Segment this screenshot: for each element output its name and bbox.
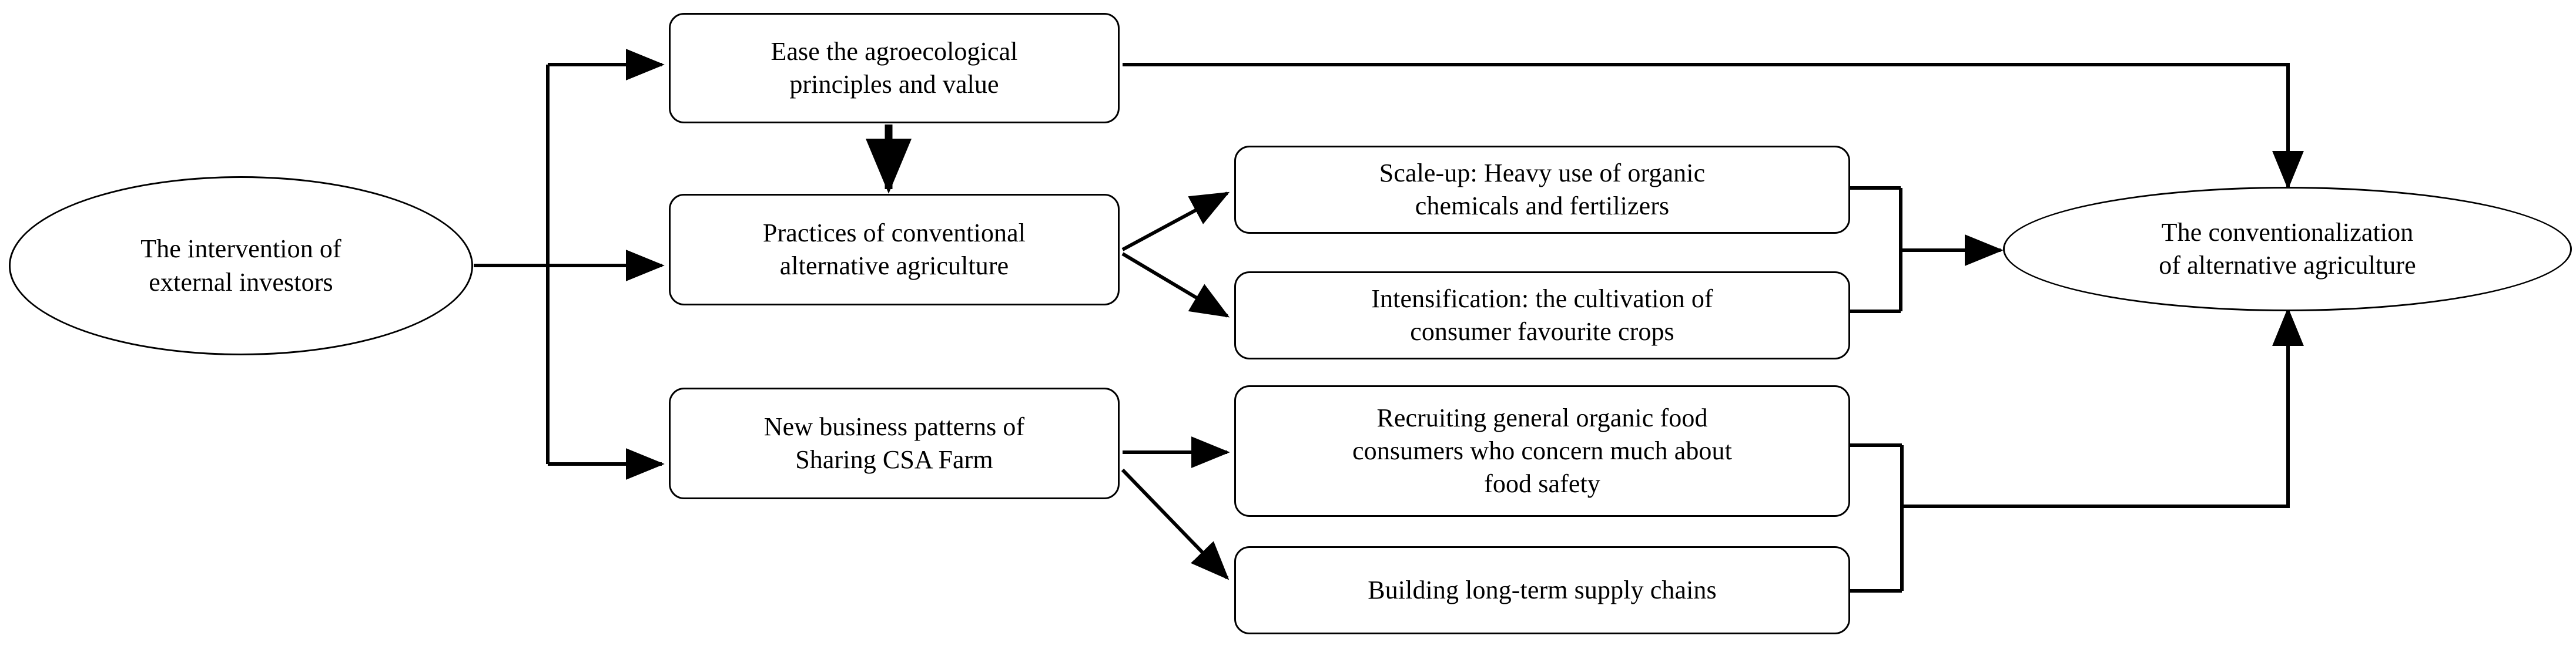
edge-practices-to-scale-up	[1121, 191, 1230, 251]
node-ease-principles-label: Ease the agroecological principles and v…	[771, 36, 1018, 99]
node-scale-up[interactable]: Scale-up: Heavy use of organic chemicals…	[1234, 146, 1850, 234]
edge-lower-merge-to-outcome	[1902, 307, 2304, 508]
node-scale-up-label: Scale-up: Heavy use of organic chemicals…	[1379, 158, 1706, 220]
node-new-business-patterns[interactable]: New business patterns of Sharing CSA Far…	[669, 388, 1120, 499]
node-new-business-patterns-label: New business patterns of Sharing CSA Far…	[763, 412, 1025, 474]
node-supply-chains[interactable]: Building long-term supply chains	[1234, 546, 1850, 634]
node-outcome-conventionalization-label: The conventionalization of alternative a…	[2159, 217, 2416, 280]
node-recruiting-consumers[interactable]: Recruiting general organic food consumer…	[1234, 385, 1850, 517]
edge-practices-to-intensification	[1121, 252, 1230, 318]
node-recruiting-consumers-label: Recruiting general organic food consumer…	[1352, 403, 1732, 499]
node-ease-principles[interactable]: Ease the agroecological principles and v…	[669, 13, 1120, 123]
node-supply-chains-label: Building long-term supply chains	[1368, 575, 1717, 604]
node-outcome-conventionalization[interactable]: The conventionalization of alternative a…	[2003, 187, 2572, 311]
node-practices-conventional-label: Practices of conventional alternative ag…	[762, 218, 1026, 280]
node-intensification[interactable]: Intensification: the cultivation of cons…	[1234, 271, 1850, 359]
node-practices-conventional[interactable]: Practices of conventional alternative ag…	[669, 194, 1120, 305]
node-source-intervention-label: The intervention of external investors	[140, 234, 341, 297]
node-intensification-label: Intensification: the cultivation of cons…	[1371, 284, 1713, 346]
edge-new-business-to-supply-chains	[1121, 468, 1230, 580]
node-source-intervention[interactable]: The intervention of external investors	[9, 176, 473, 355]
